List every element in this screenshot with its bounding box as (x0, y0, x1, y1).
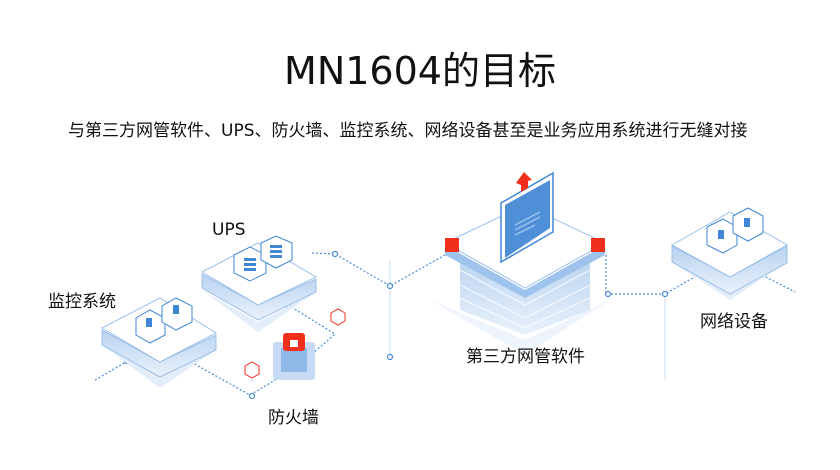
label-monitoring: 监控系统 (48, 292, 116, 312)
firewall-icon (244, 308, 346, 380)
label-nms: 第三方网管软件 (466, 347, 585, 367)
monitoring-platform-icon (100, 297, 218, 388)
label-ups: UPS (212, 220, 246, 240)
connection-lines (94, 252, 796, 396)
page-subtitle: 与第三方网管软件、UPS、防火墙、监控系统、网络设备甚至是业务应用系统进行无缝对… (68, 121, 748, 141)
label-firewall: 防火墙 (268, 408, 319, 428)
ups-platform-icon (200, 235, 318, 332)
network-platform-icon (670, 207, 789, 300)
nms-platform-icon (430, 171, 610, 355)
vertical-guides (389, 260, 666, 380)
page-title: MN1604的目标 (284, 49, 556, 93)
label-network: 网络设备 (700, 312, 768, 332)
